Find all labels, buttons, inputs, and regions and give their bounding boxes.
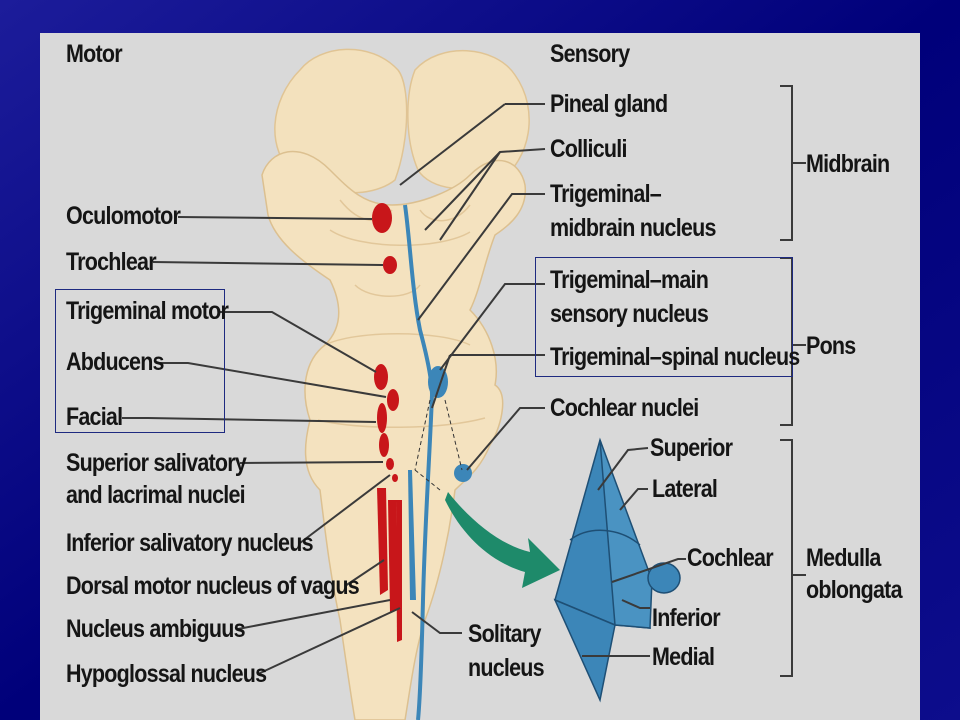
- label-oculomotor: Oculomotor: [66, 202, 181, 230]
- label-trigeminal-main: Trigeminal–main: [550, 266, 709, 294]
- label-superior: Superior: [650, 434, 733, 462]
- label-lacrimal-nuclei: and lacrimal nuclei: [66, 481, 246, 509]
- leader-lines: [122, 103, 686, 675]
- label-cochlear: Cochlear: [687, 544, 774, 572]
- label-nucleus-ambiguus: Nucleus ambiguus: [66, 615, 246, 643]
- label-trigeminal-midbrain: Trigeminal–: [550, 180, 662, 208]
- label-midbrain: Midbrain: [806, 150, 890, 178]
- label-lateral: Lateral: [652, 475, 718, 503]
- label-inferior: Inferior: [652, 604, 721, 632]
- label-colliculi: Colliculi: [550, 135, 627, 163]
- label-pons: Pons: [806, 332, 856, 360]
- label-trigeminal-spinal: Trigeminal–spinal nucleus: [550, 343, 800, 371]
- label-inferior-salivatory: Inferior salivatory nucleus: [66, 529, 314, 557]
- sensory-highlight-box: [535, 257, 793, 377]
- label-dorsal-motor-vagus: Dorsal motor nucleus of vagus: [66, 572, 360, 600]
- motor-highlight-box: [55, 289, 225, 433]
- label-cochlear-nuclei: Cochlear nuclei: [550, 394, 699, 422]
- motor-nuclei: [372, 203, 402, 642]
- inset-arrow: [445, 492, 560, 588]
- label-facial: Facial: [66, 403, 123, 431]
- label-trigeminal-motor: Trigeminal motor: [66, 297, 229, 325]
- region-brackets: [780, 85, 806, 677]
- label-solitary: Solitary: [468, 620, 541, 648]
- label-superior-salivatory: Superior salivatory: [66, 449, 247, 477]
- sensory-heading: Sensory: [550, 40, 630, 68]
- label-abducens: Abducens: [66, 348, 165, 376]
- label-pineal-gland: Pineal gland: [550, 90, 668, 118]
- label-midbrain-nucleus: midbrain nucleus: [550, 214, 716, 242]
- label-trochlear: Trochlear: [66, 248, 157, 276]
- brainstem-shape: [261, 150, 527, 720]
- label-sensory-nucleus: sensory nucleus: [550, 300, 709, 328]
- label-solitary-nucleus: nucleus: [468, 654, 545, 682]
- label-medial: Medial: [652, 643, 715, 671]
- label-medulla: Medulla: [806, 544, 881, 572]
- motor-heading: Motor: [66, 40, 123, 68]
- label-hypoglossal: Hypoglossal nucleus: [66, 660, 267, 688]
- label-oblongata: oblongata: [806, 576, 903, 604]
